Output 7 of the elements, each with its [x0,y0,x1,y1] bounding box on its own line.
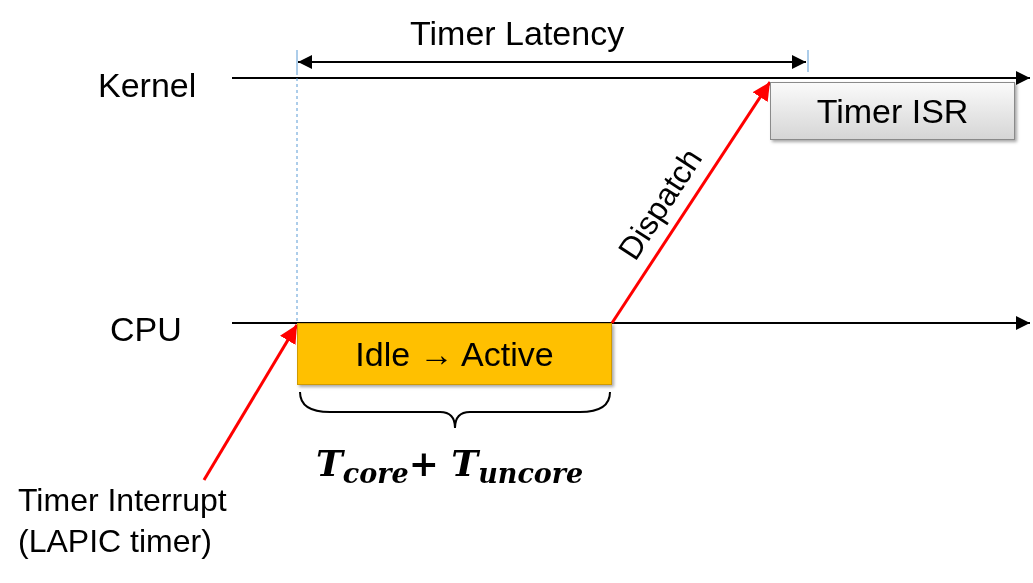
timeline-label: CPU [110,309,182,350]
process-box: Timer ISR [770,82,1015,140]
process-box: Idle → Active [297,323,612,385]
timeline-label: Kernel [98,65,197,106]
arrow [610,81,772,324]
dimension-label: Timer Latency [410,13,625,54]
arrow [202,324,299,481]
